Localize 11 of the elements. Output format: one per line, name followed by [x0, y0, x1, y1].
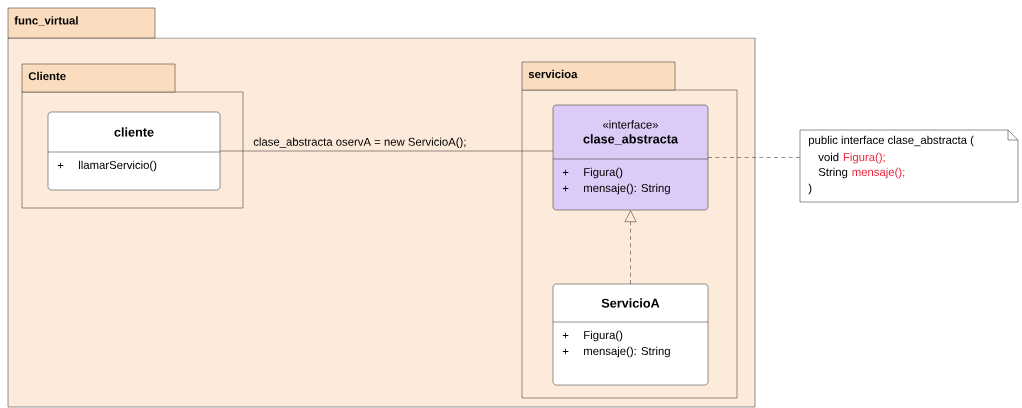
edge-label: clase_abstracta oservA = new ServicioA(); — [253, 137, 466, 149]
node-label: servicioa — [528, 69, 578, 79]
connector — [707, 157, 801, 158]
arrow — [624, 210, 637, 285]
note: public interface clase_abstracta ( void Figura(); String mensaje(); ) — [799, 129, 1019, 203]
class-box: ServicioA + Figura() + mensaje(): String — [552, 283, 709, 386]
class-box: cliente + llamarServicio() — [47, 111, 221, 191]
interface-box: «interface» clase_abstracta + Figura() + mensaje(): String — [552, 104, 709, 211]
node-label: func_virtual — [14, 16, 78, 26]
node-label: Cliente — [28, 71, 66, 81]
connector — [219, 150, 554, 152]
